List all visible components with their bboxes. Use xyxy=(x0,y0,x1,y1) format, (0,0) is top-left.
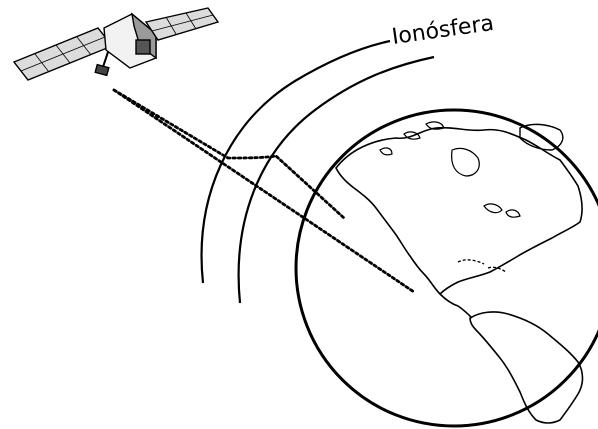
signal-paths xyxy=(114,90,414,292)
earth-globe-icon xyxy=(296,110,598,426)
continent-north-america xyxy=(336,128,582,294)
right-solar-panel xyxy=(146,8,218,40)
ionosphere-outer-arc xyxy=(202,41,390,283)
ionosphere-label: Ionósfera xyxy=(390,11,495,50)
earth-outline xyxy=(296,110,598,426)
signal-path-straight xyxy=(114,90,414,292)
central-america xyxy=(440,294,472,318)
great-lakes xyxy=(484,204,520,217)
hudson-bay xyxy=(452,148,480,176)
ionosphere-inner-arc xyxy=(239,57,434,303)
signal-path-refracted xyxy=(114,90,344,218)
satellite-feed xyxy=(95,65,109,76)
satellite-antenna-block xyxy=(136,40,150,54)
satellite-icon xyxy=(14,8,218,80)
continent-south-america xyxy=(470,312,583,423)
caribbean-islands xyxy=(458,260,506,272)
